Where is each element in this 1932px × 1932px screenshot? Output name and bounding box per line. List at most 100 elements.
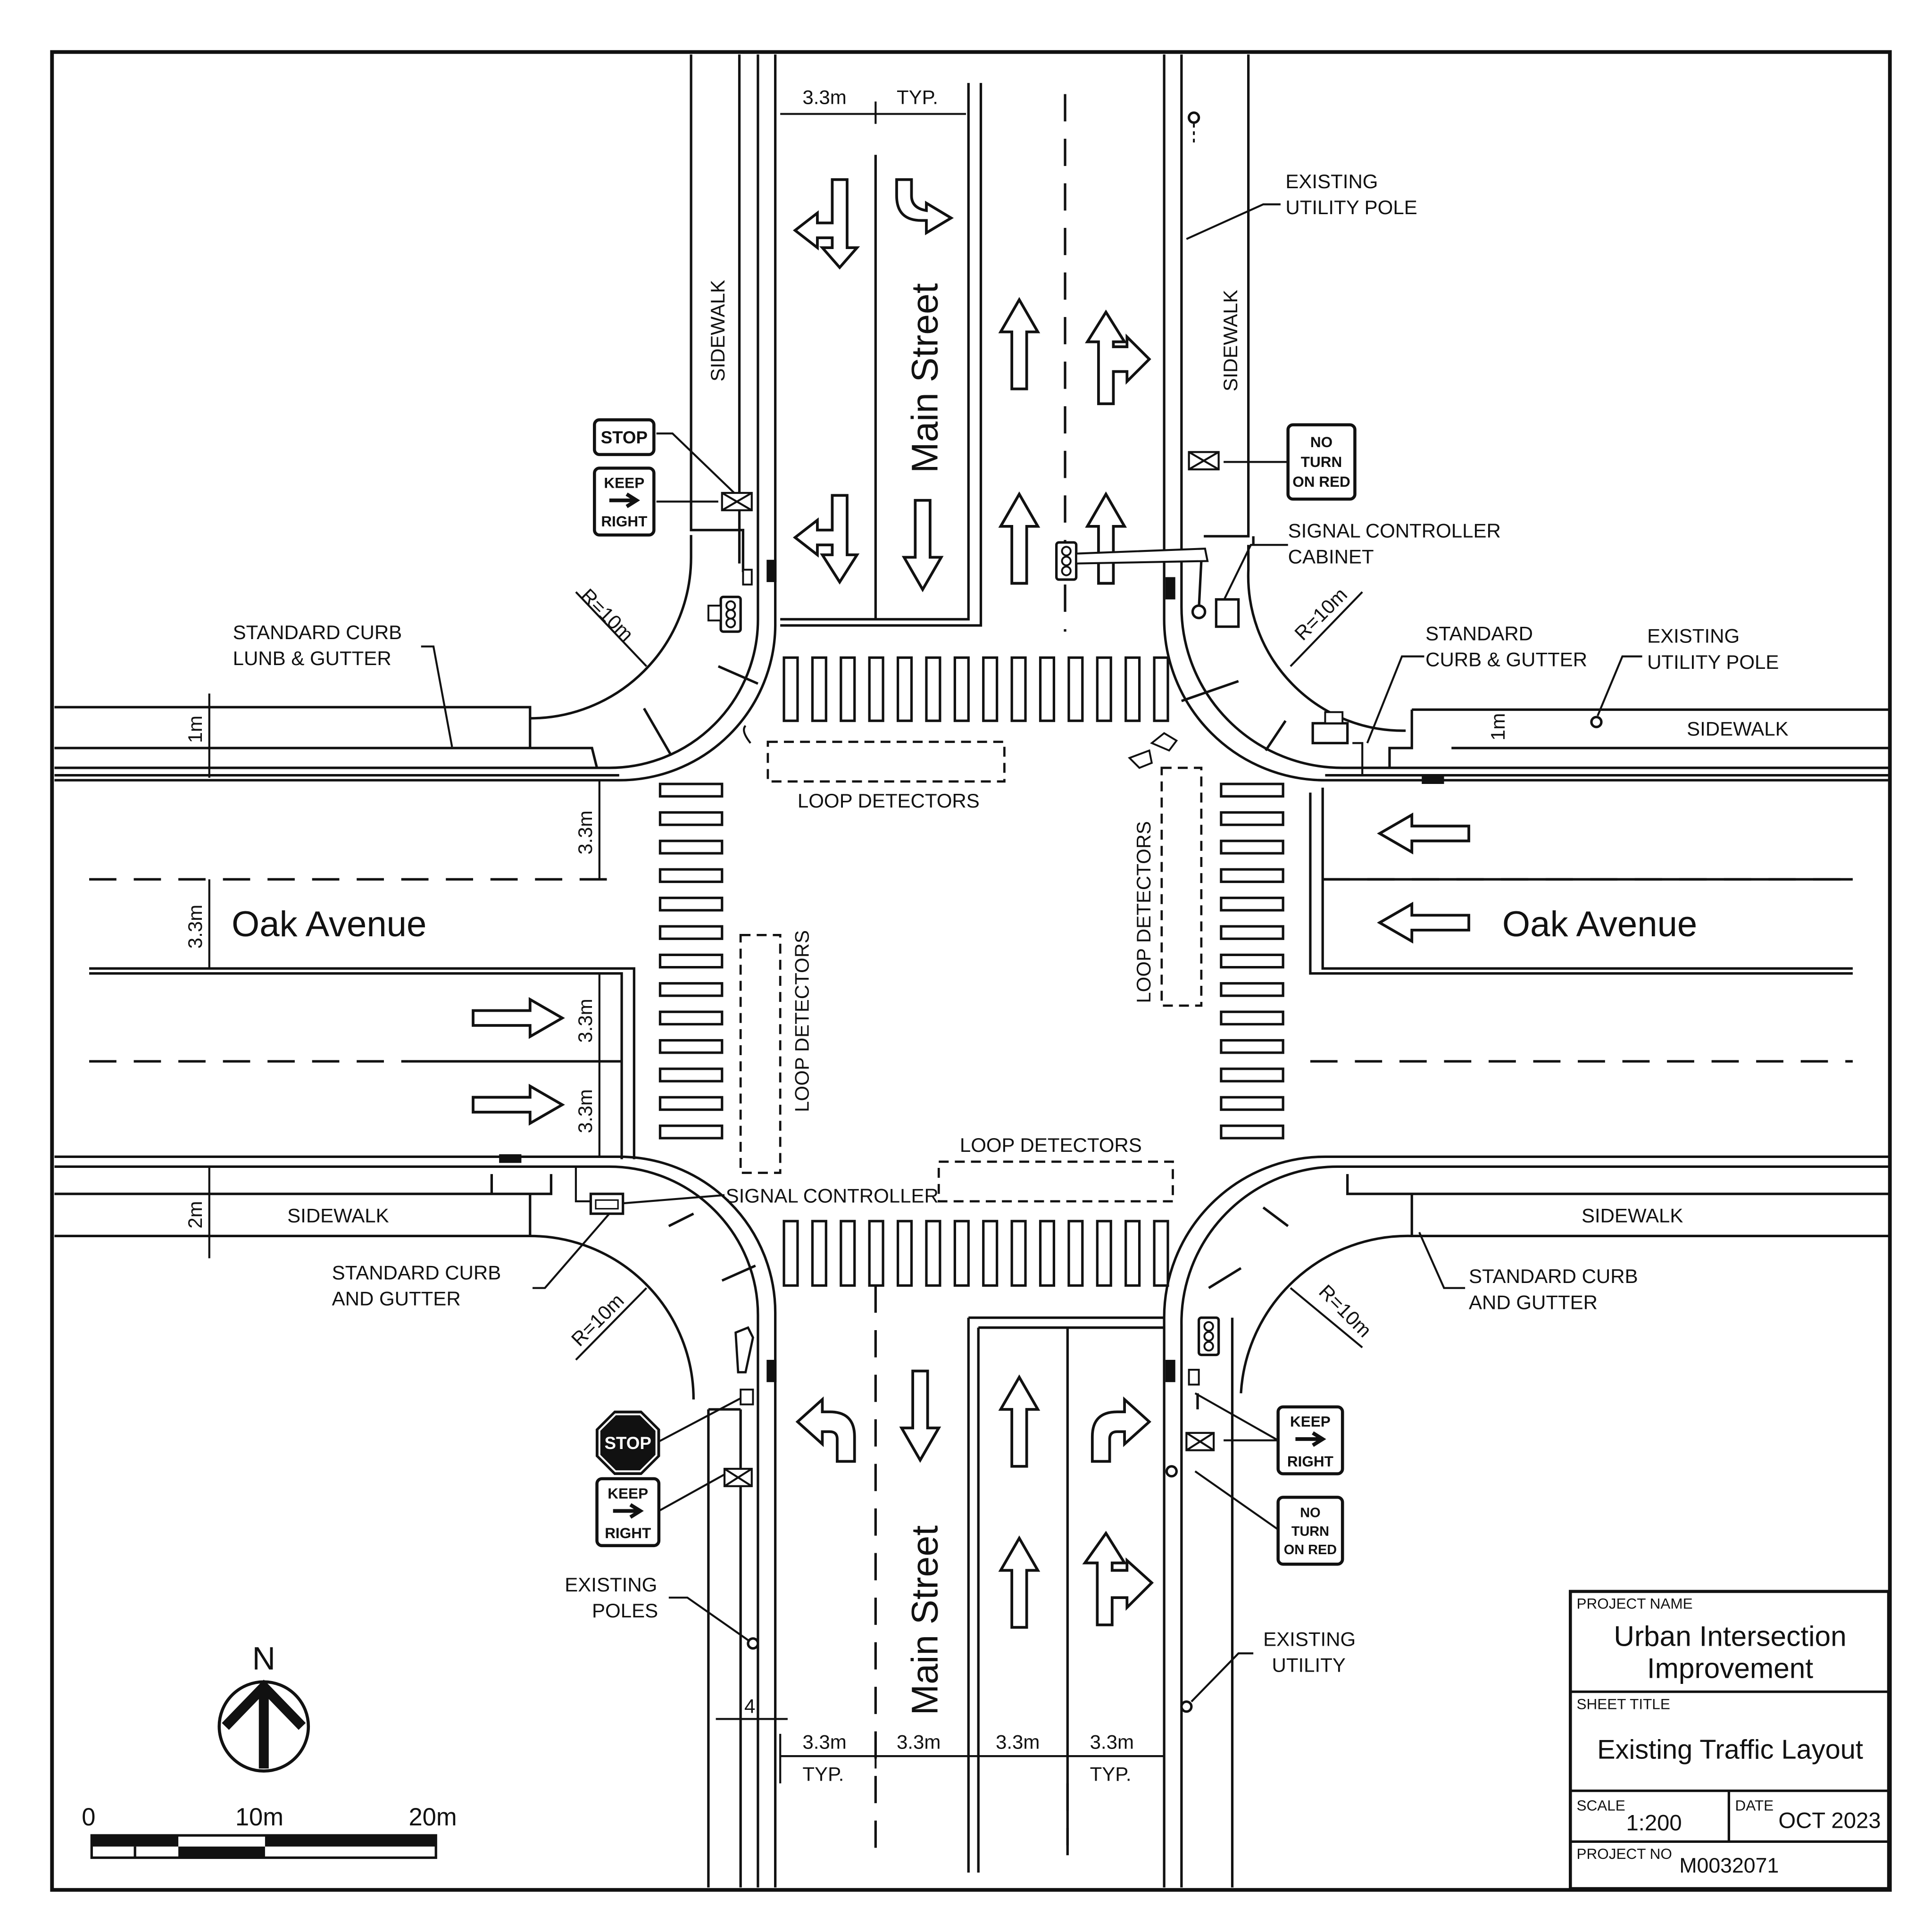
svg-text:STOP: STOP	[604, 1433, 651, 1453]
dim-typ-b1: TYP.	[802, 1763, 844, 1785]
no-turn-on-red-sign-se: NO TURN ON RED	[1276, 1496, 1344, 1566]
dim-3-3m-w2: 3.3m	[184, 905, 206, 949]
svg-text:TURN: TURN	[1301, 453, 1342, 470]
sheet-title: Existing Traffic Layout	[1597, 1734, 1863, 1765]
dim-typ-top: TYP.	[897, 86, 938, 108]
arrow-left-through-icon	[792, 494, 860, 585]
dim-1m-east: 1m	[1487, 713, 1509, 741]
callout-existing-utility: EXISTING UTILITY	[1263, 1628, 1356, 1676]
pedestrian-signal-icon	[734, 1326, 754, 1406]
dimension-lines	[198, 101, 1166, 1783]
callout-existing-utility-pole-e: EXISTING UTILITY POLE	[1647, 625, 1779, 673]
traffic-signal-icon	[707, 568, 753, 633]
scale-20m: 20m	[408, 1803, 457, 1831]
crosswalk-south	[783, 1220, 1169, 1287]
svg-text:SIGNAL CONTROLLER: SIGNAL CONTROLLER	[1288, 520, 1501, 542]
keep-right-sign-nw: KEEP RIGHT	[593, 466, 656, 537]
scale-10m: 10m	[235, 1803, 283, 1831]
arrow-through-right-icon	[1082, 1531, 1154, 1626]
sidewalk-label-se: SIDEWALK	[1582, 1205, 1683, 1227]
svg-text:KEEP: KEEP	[604, 475, 644, 491]
svg-text:EXISTING: EXISTING	[1263, 1628, 1356, 1650]
svg-text:CABINET: CABINET	[1288, 546, 1374, 568]
sheet-title-label: SHEET TITLE	[1576, 1695, 1670, 1712]
scale-bar: 0 10m 20m	[82, 1803, 457, 1859]
callout-standard-curb-gutter-ne: STANDARD CURB & GUTTER	[1425, 622, 1587, 670]
svg-text:LUNB & GUTTER: LUNB & GUTTER	[233, 647, 391, 669]
north-label: N	[252, 1641, 275, 1676]
svg-text:KEEP: KEEP	[1290, 1413, 1331, 1430]
project-no-label: PROJECT NO	[1576, 1845, 1672, 1862]
sign-plates	[721, 451, 1220, 1487]
svg-text:UTILITY POLE: UTILITY POLE	[1285, 196, 1417, 218]
loop-detectors-label-w: LOOP DETECTORS	[791, 930, 813, 1112]
oak-avenue-label-east: Oak Avenue	[1502, 904, 1697, 944]
arrow-through-right-icon	[1085, 309, 1151, 405]
arrow-down-icon	[901, 1371, 939, 1460]
callout-existing-utility-pole-n: EXISTING UTILITY POLE	[1285, 170, 1417, 218]
dim-3-3m-b1: 3.3m	[802, 1731, 846, 1753]
arrow-left-turn-icon	[795, 1396, 856, 1463]
svg-text:AND GUTTER: AND GUTTER	[1469, 1291, 1598, 1313]
svg-text:RIGHT: RIGHT	[1287, 1453, 1333, 1470]
dim-4: 4	[744, 1695, 755, 1717]
dim-3-3m-w3: 3.3m	[574, 999, 596, 1042]
arrow-through-icon	[1001, 494, 1038, 583]
project-no-value: M0032071	[1679, 1854, 1779, 1877]
callout-signal-controller: SIGNAL CONTROLLER	[726, 1184, 939, 1207]
svg-text:POLES: POLES	[592, 1599, 658, 1622]
arrow-through-icon	[1001, 1377, 1038, 1466]
svg-text:EXISTING: EXISTING	[565, 1574, 657, 1596]
svg-text:CURB & GUTTER: CURB & GUTTER	[1425, 649, 1587, 671]
date-label: DATE	[1735, 1797, 1774, 1814]
dim-3-3m-w4: 3.3m	[574, 1089, 596, 1133]
dim-3-3m-b4: 3.3m	[1090, 1731, 1134, 1753]
leader-lines	[421, 203, 1642, 1703]
project-name-label: PROJECT NAME	[1576, 1595, 1692, 1612]
date-value: OCT 2023	[1778, 1808, 1881, 1833]
arrow-left-through-icon	[792, 178, 860, 270]
dim-typ-b2: TYP.	[1090, 1763, 1132, 1785]
road-edges	[54, 54, 1890, 1888]
svg-text:ON RED: ON RED	[1292, 473, 1350, 490]
dim-3-3m-b3: 3.3m	[996, 1731, 1040, 1753]
stop-sign-nw: STOP	[593, 418, 656, 456]
traffic-signal-mast-arm-icon	[1055, 541, 1209, 619]
north-arrow-icon	[222, 1680, 306, 1769]
svg-text:EXISTING: EXISTING	[1285, 170, 1378, 192]
oak-avenue-label-west: Oak Avenue	[232, 904, 426, 944]
svg-text:UTILITY: UTILITY	[1272, 1654, 1346, 1676]
no-turn-on-red-sign-ne: NO TURN ON RED	[1286, 423, 1357, 501]
callout-signal-controller-cabinet: SIGNAL CONTROLLER CABINET	[1288, 520, 1501, 568]
arrow-right-icon	[473, 1086, 562, 1124]
svg-text:KEEP: KEEP	[608, 1485, 648, 1502]
svg-text:NO: NO	[1300, 1505, 1320, 1520]
arrow-left-icon	[1380, 904, 1469, 941]
main-street-label-south: Main Street	[904, 1525, 946, 1715]
svg-text:STOP: STOP	[601, 428, 648, 447]
callout-existing-poles: EXISTING POLES	[565, 1574, 658, 1622]
drawing-border	[50, 50, 1892, 1892]
loop-detectors-label-s: LOOP DETECTORS	[960, 1134, 1142, 1156]
svg-text:STANDARD CURB: STANDARD CURB	[332, 1261, 501, 1283]
arrow-through-icon	[1087, 494, 1124, 583]
svg-text:STANDARD CURB: STANDARD CURB	[233, 621, 402, 643]
svg-text:STANDARD: STANDARD	[1425, 622, 1533, 644]
dim-3-3m-top: 3.3m	[802, 86, 846, 108]
loop-detectors-label-e: LOOP DETECTORS	[1133, 821, 1155, 1003]
svg-text:TURN: TURN	[1291, 1524, 1329, 1539]
signal-controller-box-ne	[1311, 711, 1364, 775]
svg-text:NO: NO	[1310, 433, 1332, 450]
arrow-through-icon	[1001, 1538, 1038, 1627]
scale-value: 1:200	[1626, 1811, 1682, 1836]
arrow-through-icon	[1001, 300, 1038, 389]
curb-detector-pads	[499, 559, 1444, 1382]
dim-1m-west: 1m	[184, 716, 206, 743]
main-street-label-north: Main Street	[904, 283, 946, 473]
callout-standard-curb-and-gutter-sw: STANDARD CURB AND GUTTER	[332, 1261, 501, 1309]
arrow-down-icon	[904, 500, 941, 590]
title-block: PROJECT NAME Urban Intersection Improvem…	[1569, 1590, 1890, 1890]
project-name-line2: Improvement	[1647, 1652, 1814, 1684]
crosswalk-east	[1220, 783, 1284, 1140]
